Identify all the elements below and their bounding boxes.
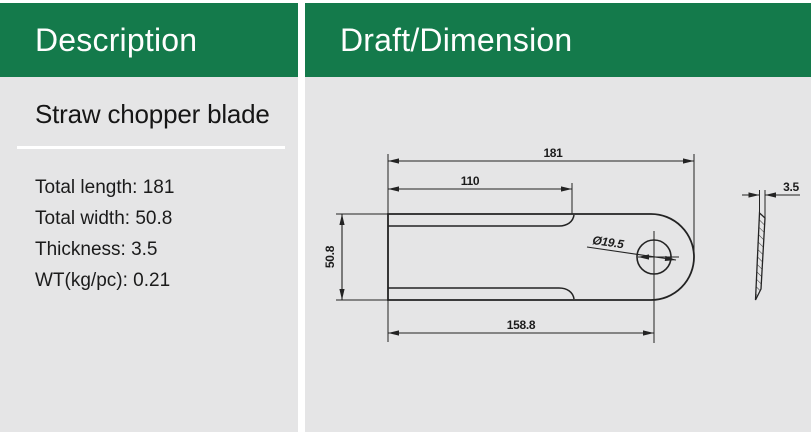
spec-total-width: Total width: 50.8 (35, 208, 173, 229)
dim-label-hole-diameter: Ø19.5 (592, 233, 625, 251)
draft-header-label: Draft/Dimension (340, 21, 573, 58)
product-title: Straw chopper blade (35, 99, 270, 129)
blade-side-view: 3.5 (742, 180, 800, 301)
dim-label-total-width: 50.8 (323, 245, 337, 268)
dim-label-bevel-length: 110 (461, 174, 480, 188)
dimension-hole-center-distance: 158.8 (388, 318, 654, 336)
technical-drawing: 181 110 50.8 158.8 (323, 146, 800, 343)
dimension-hole-diameter: Ø19.5 (586, 233, 677, 261)
spec-list: Total length: 181 Total width: 50.8 Thic… (35, 172, 174, 296)
dimension-bevel-length: 110 (388, 174, 572, 192)
draft-header: Draft/Dimension (305, 3, 811, 77)
description-header-label: Description (35, 21, 198, 58)
hole-centerlines (638, 231, 679, 343)
draft-panel: Draft/Dimension (305, 3, 811, 432)
dim-label-thickness: 3.5 (783, 180, 799, 194)
spec-total-length: Total length: 181 (35, 177, 175, 198)
blade-outline (387, 213, 695, 301)
description-header: Description (0, 3, 298, 77)
dimension-total-length: 181 (388, 146, 694, 164)
dim-label-hole-center-distance: 158.8 (507, 318, 536, 332)
dimension-total-width: 50.8 (323, 214, 345, 300)
extension-lines (336, 154, 766, 342)
description-panel: Description Straw chopper blade Total le… (0, 3, 298, 432)
blade-hole (636, 239, 672, 275)
title-divider (17, 146, 285, 149)
spec-weight: WT(kg/pc): 0.21 (35, 270, 171, 291)
spec-thickness: Thickness: 3.5 (35, 239, 158, 260)
dim-label-total-length: 181 (543, 146, 563, 160)
